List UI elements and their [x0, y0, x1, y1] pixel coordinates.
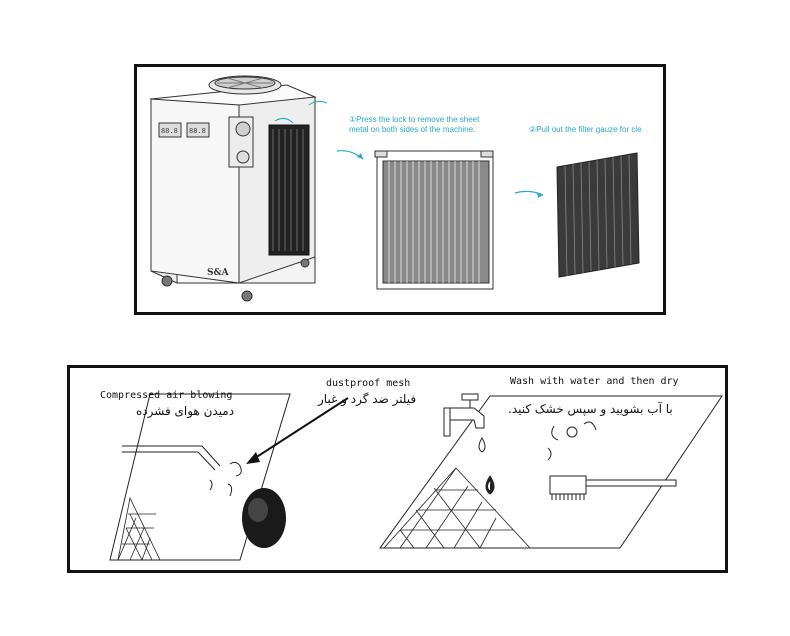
chiller-unit: [149, 75, 328, 302]
soap-bubbles: [547, 421, 597, 461]
display-right: 88.8: [189, 127, 206, 135]
step1-text-line2: metal on both sides of the machine.: [349, 125, 476, 134]
compressed-air-label-en: Compressed air blowing: [100, 390, 233, 401]
chiller-illustration: S&A 88.8 88.8: [149, 75, 640, 302]
pointer-arrow: [246, 397, 349, 464]
left-mesh-crosshatch: [117, 496, 161, 561]
arrow-step1: [336, 150, 364, 160]
dustproof-label-fa: فیلتر ضد گرد و غبار: [318, 392, 417, 406]
cleaning-illustration: [109, 393, 723, 561]
right-mesh-crosshatch: [383, 467, 531, 549]
dustproof-label-en: dustproof mesh: [326, 378, 411, 389]
water-drops: [478, 437, 495, 495]
dust-cluster: [242, 488, 286, 548]
air-puffs: [209, 461, 242, 497]
filter-gauze-lines: [564, 154, 632, 277]
sheet-metal-panel: [374, 150, 494, 290]
air-nozzle: [122, 445, 221, 471]
wash-label-en: Wash with water and then dry: [510, 376, 679, 387]
top-instruction-panel: S&A 88.8 88.8: [134, 64, 666, 315]
display-left: 88.8: [161, 127, 178, 135]
step1-text-line1: ①Press the lock to remove the sheet: [349, 115, 480, 124]
bottom-cleaning-panel: Compressed air blowing دمیدن هوای فشرده …: [67, 365, 728, 573]
faucet: [443, 393, 485, 437]
arrow-head-step2: [537, 192, 543, 198]
right-mesh-sheet: [379, 395, 723, 549]
step2-text: ②Pull out the filter gauze for cle: [529, 125, 642, 134]
compressed-air-label-fa: دمیدن هوای فشرده: [136, 404, 235, 418]
wash-label-fa: با آب بشویید و سپس خشک کنید.: [508, 402, 673, 416]
brand-label: S&A: [207, 268, 230, 278]
cleaning-brush: [549, 475, 677, 500]
arrow-head-step1: [357, 153, 363, 159]
sheet-metal-grille: [388, 161, 480, 283]
left-mesh-sheet: [109, 393, 291, 561]
chiller-grille-lines: [272, 129, 304, 251]
